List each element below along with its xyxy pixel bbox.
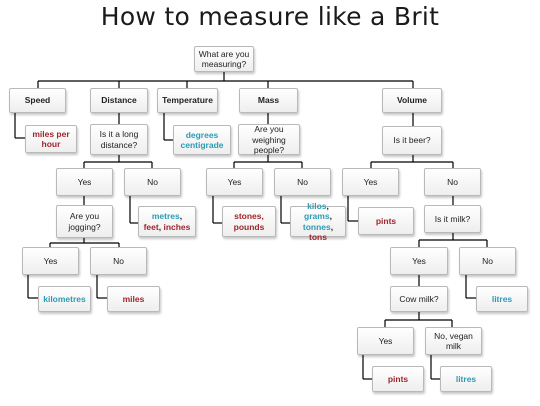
vegan-milk-answer-box: litres (440, 366, 492, 392)
jogging-no-box: No (90, 247, 147, 275)
volume-box: Volume (382, 88, 442, 113)
mass-no-text: No (297, 176, 308, 187)
jogging-answer-box: kilometres (38, 286, 91, 312)
non-people-mass-answer-text: kilos, grams, tonnes, tons (294, 201, 342, 241)
speed-box: Speed (9, 88, 66, 113)
cow-milk-answer-box: pints (372, 366, 424, 392)
answer-segment: , (158, 221, 164, 232)
answer-segment: tonnes (302, 221, 331, 232)
not-jogging-answer-box: miles (107, 286, 160, 312)
milk-no-text: No (482, 255, 493, 266)
answer-segment: , (179, 211, 183, 222)
long-distance-question-text: Is it a long distance? (99, 129, 139, 150)
mass-yes-box: Yes (206, 168, 263, 196)
cow-milk-yes-text: Yes (378, 335, 393, 346)
short-distance-answer-box: metres, feet, inches (138, 206, 196, 237)
milk-question-box: Is it milk? (424, 205, 481, 233)
jogging-question-box: Are you jogging? (56, 205, 113, 238)
temperature-box: Temperature (157, 88, 218, 113)
speed-label: Speed (24, 95, 51, 106)
jogging-yes-box: Yes (22, 247, 79, 275)
distance-yes-box: Yes (56, 168, 113, 196)
answer-segment: , (326, 201, 329, 212)
answer-segment: grams (304, 211, 330, 222)
people-mass-answer-box: stones, pounds (222, 206, 276, 237)
answer-segment: feet (143, 221, 159, 232)
root-question-box: What are you measuring? (194, 46, 254, 72)
page-title: How to measure like a Brit (100, 2, 440, 31)
weighing-people-question-box: Are you weighing people? (238, 124, 300, 155)
temperature-label: Temperature (162, 95, 213, 106)
jogging-no-text: No (113, 255, 124, 266)
mass-label: Mass (257, 95, 280, 106)
vegan-milk-box: No, vegan milk (425, 327, 482, 355)
milk-no-box: No (459, 247, 516, 275)
weighing-people-question-text: Are you weighing people? (252, 124, 286, 155)
vegan-milk-answer-text: litres (455, 373, 477, 384)
beer-yes-text: Yes (363, 176, 378, 187)
answer-segment: , (329, 211, 332, 222)
cow-milk-answer-text: pints (387, 373, 409, 384)
beer-answer-text: pints (375, 215, 397, 226)
beer-no-text: No (447, 176, 458, 187)
answer-segment: metres (151, 211, 180, 222)
jogging-question-text: Are you jogging? (68, 211, 101, 232)
milk-yes-text: Yes (412, 255, 426, 266)
long-distance-question-box: Is it a long distance? (90, 124, 148, 155)
short-distance-answer-text: metres, feet, inches (142, 211, 192, 231)
non-people-mass-answer-box: kilos, grams, tonnes, tons (290, 201, 346, 242)
cow-milk-question-box: Cow milk? (390, 286, 448, 312)
cow-milk-question-text: Cow milk? (399, 293, 439, 304)
not-milk-answer-text: litres (491, 293, 513, 304)
distance-no-text: No (147, 176, 158, 187)
mass-box: Mass (239, 88, 298, 113)
cow-milk-yes-box: Yes (357, 327, 414, 355)
milk-yes-box: Yes (390, 247, 448, 275)
beer-answer-box: pints (358, 207, 414, 235)
root-question-text: What are you measuring? (198, 48, 250, 69)
milk-question-text: Is it milk? (434, 213, 471, 224)
temperature-answer-box: degrees centigrade (173, 125, 231, 155)
jogging-answer-text: kilometres (43, 293, 86, 304)
answer-segment: inches (163, 221, 191, 232)
beer-question-box: Is it beer? (382, 126, 442, 155)
beer-yes-box: Yes (342, 168, 399, 196)
mass-no-box: No (274, 168, 331, 196)
answer-segment: kilos (307, 201, 327, 212)
not-jogging-answer-text: miles (122, 293, 145, 304)
distance-yes-text: Yes (77, 176, 92, 187)
temperature-answer-text: degrees centigrade (180, 129, 224, 150)
speed-answer-box: miles per hour (25, 125, 77, 153)
volume-label: Volume (396, 95, 428, 106)
people-mass-answer-text: stones, pounds (233, 211, 265, 232)
answer-segment: tons (309, 231, 327, 242)
distance-no-box: No (124, 168, 181, 196)
distance-label: Distance (101, 95, 137, 106)
vegan-milk-text: No, vegan milk (434, 330, 473, 351)
speed-answer-text: miles per hour (32, 128, 70, 149)
beer-question-text: Is it beer? (393, 135, 431, 146)
distance-box: Distance (90, 88, 148, 113)
answer-segment: , (330, 221, 334, 232)
jogging-yes-text: Yes (43, 255, 58, 266)
not-milk-answer-box: litres (476, 286, 528, 312)
beer-no-box: No (424, 168, 481, 196)
mass-yes-text: Yes (227, 176, 242, 187)
